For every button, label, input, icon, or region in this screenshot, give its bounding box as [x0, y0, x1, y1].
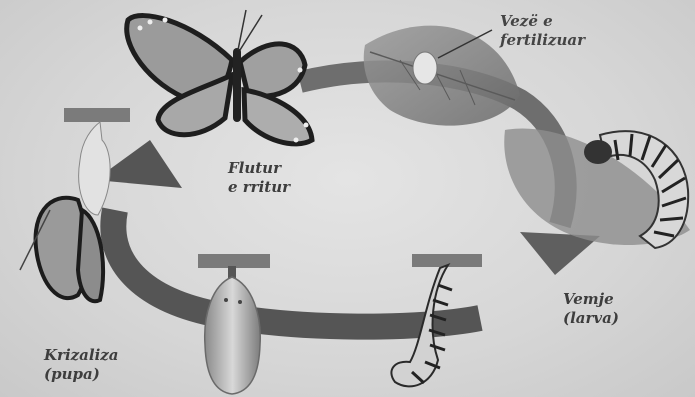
egg-label-line1: Vezë e	[500, 12, 585, 31]
egg-icon	[413, 52, 437, 84]
caterpillar-head	[584, 140, 612, 164]
larva-label: Vemje (larva)	[563, 290, 619, 328]
adult-butterfly-label: Flutur e rritur	[228, 159, 290, 197]
egg-leaf-illustration	[364, 26, 520, 126]
pupa-label-line1: Krizaliza	[44, 346, 119, 365]
adult-butterfly-illustration	[127, 10, 312, 144]
adult-label-line2: e rritur	[228, 178, 290, 197]
egg-label-line2: fertilizuar	[500, 31, 585, 50]
larva-illustration	[504, 128, 690, 248]
larva-label-line2: (larva)	[563, 309, 619, 328]
pupa-label: Krizaliza (pupa)	[44, 346, 119, 384]
emerging-butterfly-illustration	[20, 108, 130, 301]
adult-label-line1: Flutur	[228, 159, 290, 178]
pupa-label-line2: (pupa)	[44, 365, 119, 384]
chrysalis-illustration	[198, 254, 270, 394]
larva-label-line1: Vemje	[563, 290, 619, 309]
fertilized-egg-label: Vezë e fertilizuar	[500, 12, 585, 50]
